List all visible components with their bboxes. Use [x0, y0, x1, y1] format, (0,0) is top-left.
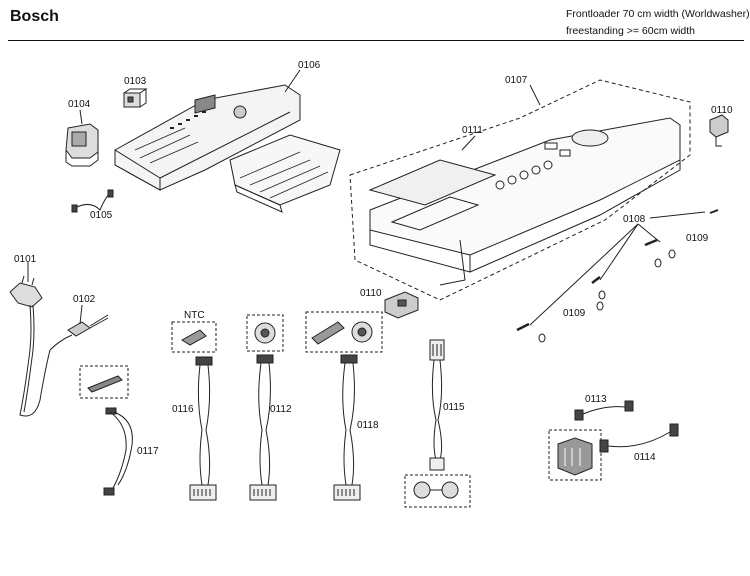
label-0107: 0107 — [505, 75, 528, 86]
harness-0118 — [305, 311, 383, 501]
leader-0107 — [529, 84, 541, 106]
label-0112: 0112 — [270, 404, 292, 415]
label-0118: 0118 — [357, 420, 379, 431]
harness-0112 — [246, 314, 284, 501]
part-0114 — [548, 423, 679, 481]
label-ntc: NTC — [184, 310, 205, 321]
washers-0109 — [538, 249, 676, 343]
label-0113: 0113 — [585, 394, 607, 405]
label-0104: 0104 — [68, 99, 91, 110]
leader-0106 — [284, 69, 301, 93]
part-0111 — [368, 159, 497, 231]
screws-0108 — [516, 209, 719, 332]
label-0109-bottom: 0109 — [563, 308, 586, 319]
part-0103 — [123, 88, 148, 108]
model-subdescription: freestanding >= 60cm width — [566, 25, 695, 37]
leader-0102 — [79, 304, 83, 325]
leader-0104 — [79, 109, 83, 125]
label-0114: 0114 — [634, 452, 656, 463]
harness-0116 — [171, 321, 217, 501]
control-panel-0107 — [349, 79, 691, 301]
part-0104 — [65, 123, 99, 167]
label-0106: 0106 — [298, 60, 321, 71]
part-0110-top — [709, 114, 729, 147]
header-divider — [8, 40, 744, 41]
label-0110-top: 0110 — [711, 105, 733, 116]
label-0101: 0101 — [14, 254, 37, 265]
label-0116: 0116 — [172, 404, 194, 415]
control-module-0106 — [114, 84, 341, 213]
cable-0113 — [574, 400, 634, 421]
label-0109-top: 0109 — [686, 233, 709, 244]
cable-0117 — [79, 365, 133, 496]
part-0110-bottom — [384, 291, 419, 319]
label-0105: 0105 — [90, 210, 113, 221]
part-0105 — [71, 189, 114, 213]
part-0102 — [67, 314, 109, 337]
brand-title: Bosch — [10, 8, 59, 25]
label-0115: 0115 — [443, 402, 465, 413]
label-0108: 0108 — [623, 214, 646, 225]
label-0117: 0117 — [137, 446, 159, 457]
model-description: Frontloader 70 cm width (Worldwasher) — [566, 8, 750, 20]
label-0103: 0103 — [124, 76, 147, 87]
harness-0115 — [404, 339, 471, 508]
leader-0111 — [461, 135, 476, 151]
power-cord-0101 — [9, 275, 73, 417]
label-0111: 0111 — [462, 125, 483, 136]
label-0102: 0102 — [73, 294, 96, 305]
label-0110-bottom: 0110 — [360, 288, 382, 299]
